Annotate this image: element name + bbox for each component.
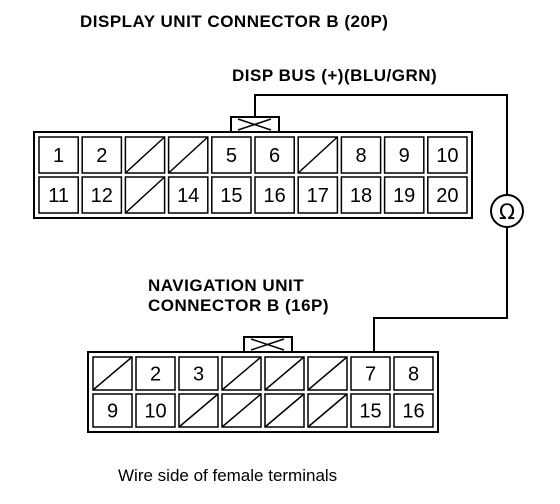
nav-connector-cavity: [264, 356, 305, 391]
display-connector-cavity: 11: [38, 176, 79, 214]
display-connector-pin-number: 8: [355, 145, 366, 167]
display-connector-cavity: 16: [254, 176, 295, 214]
display-connector-cavity: [124, 176, 166, 214]
display-connector-cavity: 1: [38, 136, 79, 174]
nav-connector-empty-cavity-mark: [221, 356, 262, 391]
nav-connector-cavity: [92, 356, 133, 391]
nav-connector-pin-number: 8: [408, 364, 419, 386]
display-connector-cavity: 8: [340, 136, 382, 174]
display-connector-empty-cavity-mark: [168, 136, 209, 174]
nav-connector-pin-number: 10: [144, 401, 166, 423]
display-connector-cavity: [124, 136, 166, 174]
display-connector-pin-number: 15: [220, 185, 242, 207]
nav-connector-cavity: 3: [178, 356, 219, 391]
display-connector-empty-cavity-mark: [297, 136, 338, 174]
ohm-symbol: Ω: [499, 200, 515, 224]
nav-connector-empty-cavity-mark: [264, 356, 305, 391]
display-connector-pin-number: 9: [399, 145, 410, 167]
display-connector-title: DISPLAY UNIT CONNECTOR B (20P): [80, 12, 389, 31]
navigation-connector-title-line2: CONNECTOR B (16P): [148, 295, 330, 315]
display-connector-pin-number: 1: [53, 145, 64, 167]
wire-display-to-meter: [254, 94, 508, 195]
display-connector-pin-number: 6: [269, 145, 280, 167]
display-connector-cavity: 15: [211, 176, 252, 214]
navigation-connector-title-line1: NAVIGATION UNIT: [148, 276, 305, 295]
display-connector-cavity: 9: [383, 136, 425, 174]
display-connector-pin-number: 11: [48, 185, 69, 207]
display-connector-pin-number: 14: [177, 185, 199, 207]
navigation-connector-title: NAVIGATION UNIT CONNECTOR B (16P): [148, 276, 329, 315]
display-connector-cavity: 17: [297, 176, 339, 214]
display-connector-pin-number: 10: [436, 145, 458, 167]
display-connector-cavity: 2: [81, 136, 123, 174]
display-connector-pin-number: 2: [96, 145, 107, 167]
nav-connector-empty-cavity-mark: [307, 393, 348, 428]
disp-bus-wire-label: DISP BUS (+)(BLU/GRN): [232, 66, 438, 85]
nav-connector-cavity: [178, 393, 219, 428]
display-connector-empty-cavity-mark: [124, 136, 166, 174]
nav-connector-pin-number: 2: [150, 364, 161, 386]
nav-connector-cavity: 16: [393, 393, 434, 428]
display-connector-cavity: 19: [383, 176, 425, 214]
nav-connector-pins: 2 3 7 8 9 10 15 16: [92, 356, 434, 428]
display-connector-empty-cavity-mark: [124, 176, 166, 214]
display-connector-pin-number: 12: [91, 185, 113, 207]
display-connector-lock-tab: [230, 116, 280, 133]
display-connector-pin-number: 17: [307, 185, 329, 207]
wire-side-caption: Wire side of female terminals: [118, 466, 338, 485]
nav-connector-pin-number: 15: [359, 401, 381, 423]
nav-connector-cavity: 7: [350, 356, 391, 391]
display-connector-cavity: 5: [211, 136, 252, 174]
nav-connector-cavity: 15: [350, 393, 391, 428]
display-connector-cavity: 6: [254, 136, 295, 174]
display-connector-pin-number: 19: [393, 185, 415, 207]
nav-connector-pin-number: 3: [193, 364, 204, 386]
display-connector-pin-number: 20: [436, 185, 458, 207]
display-connector-cavity: 20: [427, 176, 468, 214]
nav-connector-cavity: [307, 356, 348, 391]
nav-connector-pin-number: 7: [365, 364, 376, 386]
nav-connector-empty-cavity-mark: [221, 393, 262, 428]
nav-connector-cavity: [264, 393, 305, 428]
display-connector-cavity: 14: [167, 176, 209, 214]
display-connector-cavity: 12: [81, 176, 123, 214]
wire-meter-to-nav: [373, 228, 508, 352]
nav-connector-empty-cavity-mark: [307, 356, 348, 391]
display-connector-cavity: 18: [340, 176, 382, 214]
nav-connector-empty-cavity-mark: [92, 356, 133, 391]
display-connector-pin-number: 16: [263, 185, 285, 207]
display-connector-pin-number: 5: [226, 145, 237, 167]
display-connector-cavity: 10: [427, 136, 468, 174]
nav-connector-empty-cavity-mark: [264, 393, 305, 428]
display-connector-pin-number: 18: [350, 185, 372, 207]
nav-connector-cavity: 10: [135, 393, 176, 428]
nav-connector-cavity: [221, 393, 262, 428]
nav-connector-cavity: 8: [393, 356, 434, 391]
nav-connector-pin-number: 16: [402, 401, 424, 423]
nav-connector-cavity: 2: [135, 356, 176, 391]
nav-connector-lock-tab: [243, 336, 293, 353]
nav-connector-pin-number: 9: [107, 401, 118, 423]
nav-connector-empty-cavity-mark: [178, 393, 219, 428]
nav-connector-cavity: [307, 393, 348, 428]
nav-connector-cavity: [221, 356, 262, 391]
display-connector-cavity: [297, 136, 339, 174]
ohmmeter-icon: Ω: [490, 194, 524, 228]
display-connector-cavity: [167, 136, 209, 174]
nav-connector-cavity: 9: [92, 393, 133, 428]
